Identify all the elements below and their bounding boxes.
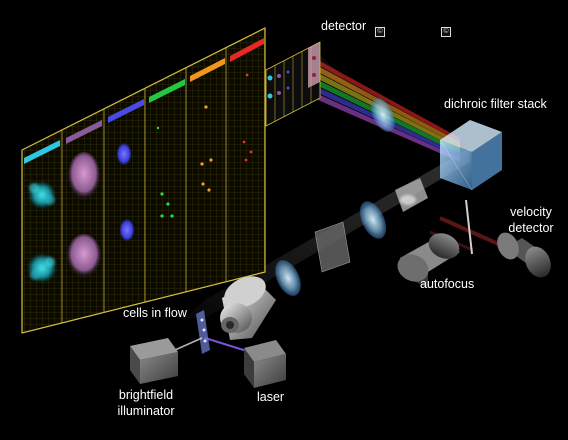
channel-bar-red [230,38,264,62]
channel-bar-cyan [24,140,60,164]
cyan-cell-top [28,181,56,209]
dichroic-filter-stack [439,120,502,191]
copyright-icon: © [375,27,385,37]
microscope-objective [220,276,276,340]
brightfield-illuminator-box [130,338,178,384]
label-cells-in-flow: cells in flow [123,306,187,320]
label-velocity: velocity [510,205,552,219]
laser-box [244,340,286,388]
channel-bar-blue [108,99,144,123]
laser-beam [204,337,251,353]
velocity-detector-unit [497,232,551,278]
autofocus-unit [397,233,460,288]
cyan-cell-bottom [27,253,57,283]
orange-spots [200,105,213,192]
relay-lens [359,201,387,239]
channel-bar-green [149,79,185,103]
objective-relay-lens [275,260,301,296]
detector-chip [265,41,321,127]
blue-cell-top [116,142,132,166]
label-detector: detector [321,19,367,33]
flow-cell [196,310,210,354]
green-spots [156,126,174,218]
purple-cell-top [68,152,100,200]
red-spots [242,73,253,162]
label-laser: laser [257,390,285,404]
brightfield-beam [174,337,203,351]
label-autofocus: autofocus [420,277,475,291]
tube-lens [371,98,395,132]
channel-bar-purple [66,120,102,144]
cell-images [27,73,253,283]
field-stop-plate [314,221,351,273]
label-brightfield: brightfield [118,388,174,402]
channel-bar-orange [190,58,225,82]
label-velocity-detector: detector [508,221,554,235]
blue-cell-bottom [119,218,135,242]
channel-color-bars [24,38,264,164]
copyright-icon: © [441,27,451,37]
label-dichroic-filter-stack: dichroic filter stack [444,97,547,111]
label-illuminator: illuminator [117,404,175,418]
purple-cell-bottom [67,234,101,278]
